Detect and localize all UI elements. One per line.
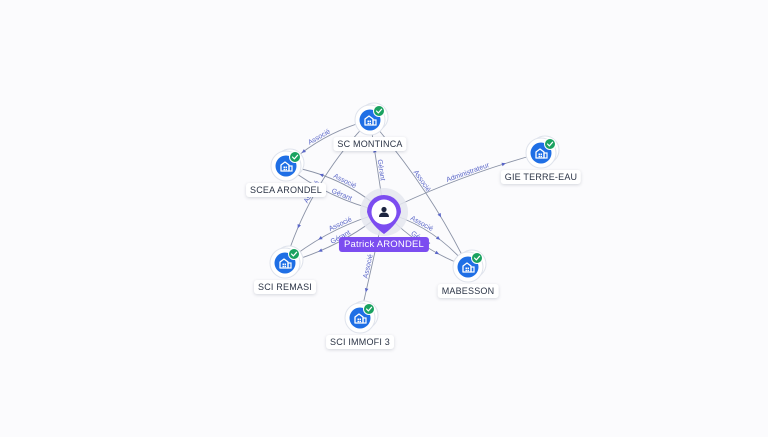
edge-line [369,119,469,268]
edge-label: Associé [332,173,357,190]
company-node[interactable] [269,245,304,279]
edge-label: Gérant [330,188,352,203]
edge-arrow [318,248,323,252]
building-icon [462,262,475,273]
edge-arrow [301,149,306,153]
company-label[interactable]: SCEA ARONDEL [246,183,326,197]
edge-label: Associé [328,216,353,233]
edge-arrow [364,288,369,293]
edge-arrow [434,250,440,255]
edge-arrow [437,212,442,218]
company-label[interactable]: SC MONTINCA [333,137,407,151]
person-node[interactable] [360,188,408,236]
company-label[interactable]: MABESSON [437,284,499,298]
building-icon [364,115,377,126]
edge-label: Associé [412,169,432,193]
company-node[interactable] [452,249,487,283]
building-icon [535,148,548,159]
edge-arrow [435,235,441,240]
verified-check-icon [288,248,300,260]
edge-arrow [319,173,324,178]
person-label[interactable]: Patrick ARONDEL [338,237,430,252]
edge-label: Administrateur [446,162,491,184]
edge-label: Associé [362,254,374,280]
company-node[interactable] [270,148,305,182]
person-icon [379,206,389,217]
edge-arrow [318,236,323,240]
company-label[interactable]: SCI REMASI [253,280,317,294]
company-label[interactable]: SCI IMMOFI 3 [326,335,394,349]
building-icon [354,313,367,324]
verified-check-icon [544,138,556,150]
edge-arrow [501,162,506,167]
verified-check-icon [289,151,301,163]
verified-check-icon [363,303,375,315]
building-icon [279,258,292,269]
company-node[interactable] [354,102,389,136]
company-node[interactable] [344,300,379,334]
company-label[interactable]: GIE TERRE-EAU [500,170,582,184]
edge-label: Gérant [376,159,386,181]
edge-label: Associé [307,128,332,146]
verified-check-icon [373,105,385,117]
edge-arrow [297,223,301,229]
company-node[interactable] [525,135,560,169]
building-icon [280,161,293,172]
verified-check-icon [471,252,483,264]
